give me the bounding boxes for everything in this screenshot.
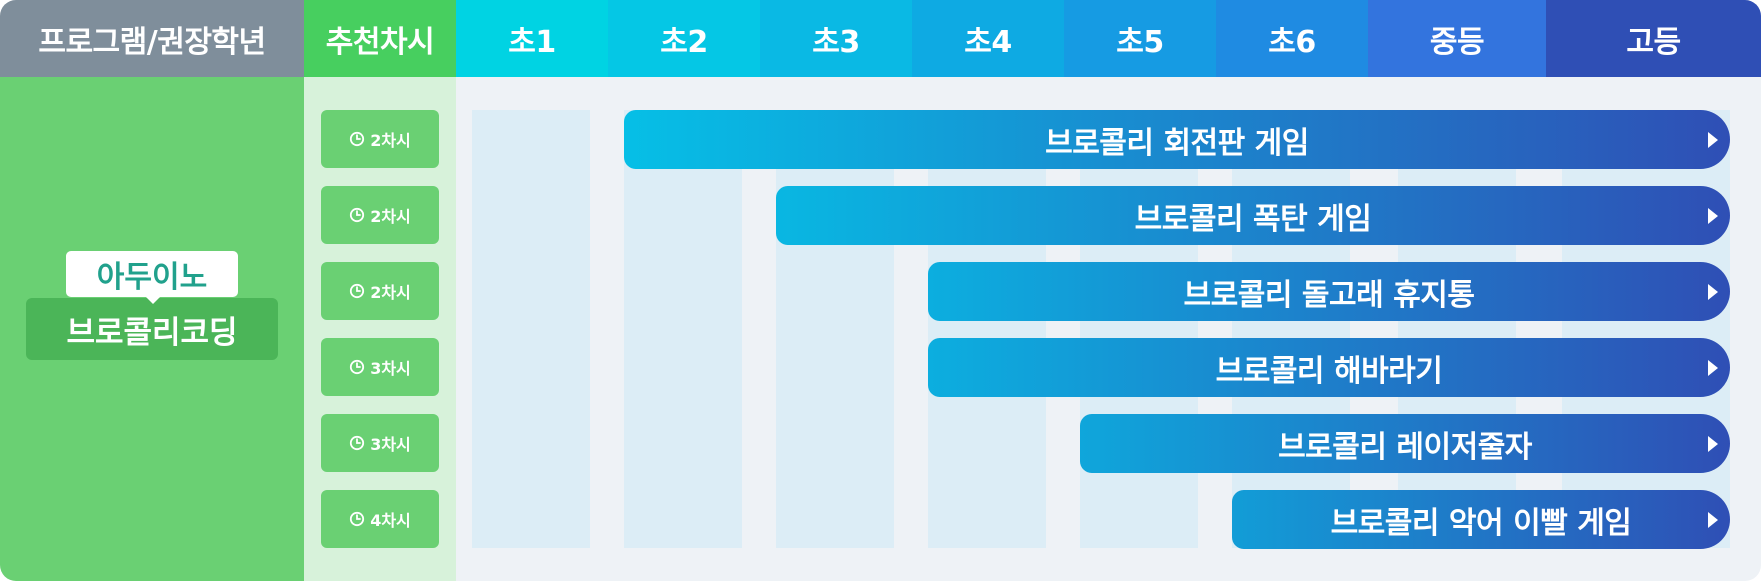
- session-badge: 2차시: [321, 110, 439, 168]
- course-bar-sunflower[interactable]: 브로콜리 해바라기: [928, 338, 1730, 397]
- course-name: 브로콜리 해바라기: [1215, 353, 1443, 389]
- session-label: 2차시: [370, 131, 411, 150]
- grade-stripe-e1: [472, 110, 590, 548]
- clock-icon: [350, 283, 365, 299]
- course-bar-laser-tape-measure[interactable]: 브로콜리 레이저줄자: [1080, 414, 1730, 473]
- header-grade-e2: 초2: [608, 0, 760, 77]
- clock-icon: [350, 131, 365, 147]
- header-grade-e1: 초1: [456, 0, 608, 77]
- course-name: 브로콜리 돌고래 휴지통: [1183, 277, 1475, 313]
- course-name: 브로콜리 회전판 게임: [1045, 125, 1309, 161]
- grade-stripe-e4: [928, 110, 1046, 548]
- program-subtitle: 아두이노: [66, 251, 238, 297]
- play-arrow-icon: [1708, 435, 1718, 452]
- clock-icon: [350, 435, 365, 451]
- header-row: 프로그램/권장학년 추천차시 초1 초2 초3 초4 초5 초6 중등 고등: [0, 0, 1761, 77]
- grade-stripe-high: [1562, 110, 1730, 548]
- play-arrow-icon: [1708, 283, 1718, 300]
- grade-stripe-e5: [1080, 110, 1198, 548]
- session-badge: 3차시: [321, 414, 439, 472]
- course-name: 브로콜리 레이저줄자: [1278, 429, 1532, 465]
- header-grade-high: 고등: [1546, 0, 1761, 77]
- session-label: 3차시: [370, 435, 411, 454]
- clock-icon: [350, 359, 365, 375]
- course-bar-dolphin-trash-can[interactable]: 브로콜리 돌고래 휴지통: [928, 262, 1730, 321]
- header-recommended-sessions: 추천차시: [304, 0, 456, 77]
- program-title: 브로콜리코딩: [26, 298, 278, 360]
- grade-stripe-middle: [1398, 110, 1516, 548]
- clock-icon: [350, 207, 365, 223]
- clock-icon: [350, 511, 365, 527]
- session-label: 4차시: [370, 511, 411, 530]
- header-program-grade: 프로그램/권장학년: [0, 0, 304, 77]
- grade-stripe-e3: [776, 110, 894, 548]
- header-grade-e4: 초4: [912, 0, 1064, 77]
- header-grade-middle: 중등: [1368, 0, 1546, 77]
- play-arrow-icon: [1708, 359, 1718, 376]
- course-name: 브로콜리 폭탄 게임: [1134, 201, 1372, 237]
- course-bar-bomb-game[interactable]: 브로콜리 폭탄 게임: [776, 186, 1730, 245]
- play-arrow-icon: [1708, 511, 1718, 528]
- course-name: 브로콜리 악어 이빨 게임: [1330, 505, 1632, 541]
- course-bar-crocodile-teeth-game[interactable]: 브로콜리 악어 이빨 게임: [1232, 490, 1730, 549]
- session-label: 3차시: [370, 359, 411, 378]
- session-badge: 4차시: [321, 490, 439, 548]
- session-label: 2차시: [370, 207, 411, 226]
- header-grade-e6: 초6: [1216, 0, 1368, 77]
- session-badge: 2차시: [321, 186, 439, 244]
- session-label: 2차시: [370, 283, 411, 302]
- session-badge: 3차시: [321, 338, 439, 396]
- grade-stripe-e2: [624, 110, 742, 548]
- play-arrow-icon: [1708, 207, 1718, 224]
- callout-pointer: [145, 296, 161, 304]
- play-arrow-icon: [1708, 131, 1718, 148]
- session-badge: 2차시: [321, 262, 439, 320]
- header-grade-e5: 초5: [1064, 0, 1216, 77]
- header-grade-e3: 초3: [760, 0, 912, 77]
- course-bar-rotating-board-game[interactable]: 브로콜리 회전판 게임: [624, 110, 1730, 169]
- grade-stripe-e6: [1232, 110, 1350, 548]
